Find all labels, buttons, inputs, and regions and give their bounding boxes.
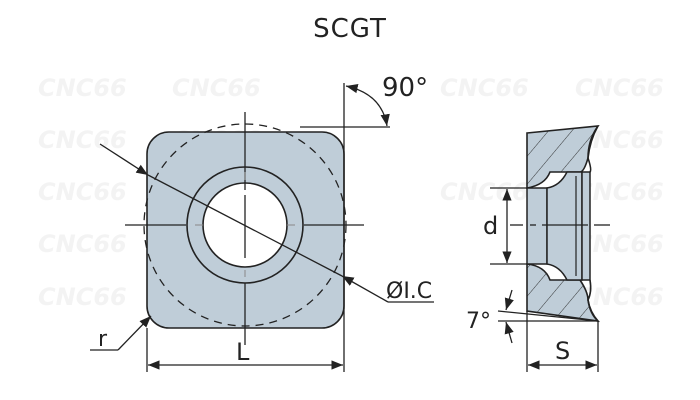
svg-text:CNC66: CNC66 bbox=[440, 74, 529, 102]
thickness-label: S bbox=[555, 337, 570, 365]
watermark-layer: CNC66 CNC66 CNC66 CNC66 CNC66 CNC66 CNC6… bbox=[38, 74, 664, 311]
insert-top-view: ØI.C 90° r L bbox=[90, 73, 434, 372]
angle-label: 90° bbox=[382, 73, 428, 103]
svg-text:CNC66: CNC66 bbox=[38, 126, 127, 154]
length-label: L bbox=[236, 338, 250, 366]
svg-text:CNC66: CNC66 bbox=[38, 230, 127, 258]
insert-side-view: d 7° S bbox=[466, 125, 610, 372]
svg-text:CNC66: CNC66 bbox=[38, 74, 127, 102]
clearance-angle-label: 7° bbox=[466, 309, 491, 334]
insert-type-title: SCGT bbox=[313, 14, 387, 44]
svg-text:CNC66: CNC66 bbox=[38, 283, 127, 311]
svg-text:CNC66: CNC66 bbox=[172, 74, 261, 102]
svg-text:CNC66: CNC66 bbox=[440, 178, 529, 206]
svg-text:CNC66: CNC66 bbox=[38, 178, 127, 206]
corner-radius-label: r bbox=[98, 327, 108, 352]
inscribed-circle-label: ØI.C bbox=[386, 279, 432, 304]
hole-diameter-label: d bbox=[483, 212, 498, 240]
svg-text:CNC66: CNC66 bbox=[575, 74, 664, 102]
